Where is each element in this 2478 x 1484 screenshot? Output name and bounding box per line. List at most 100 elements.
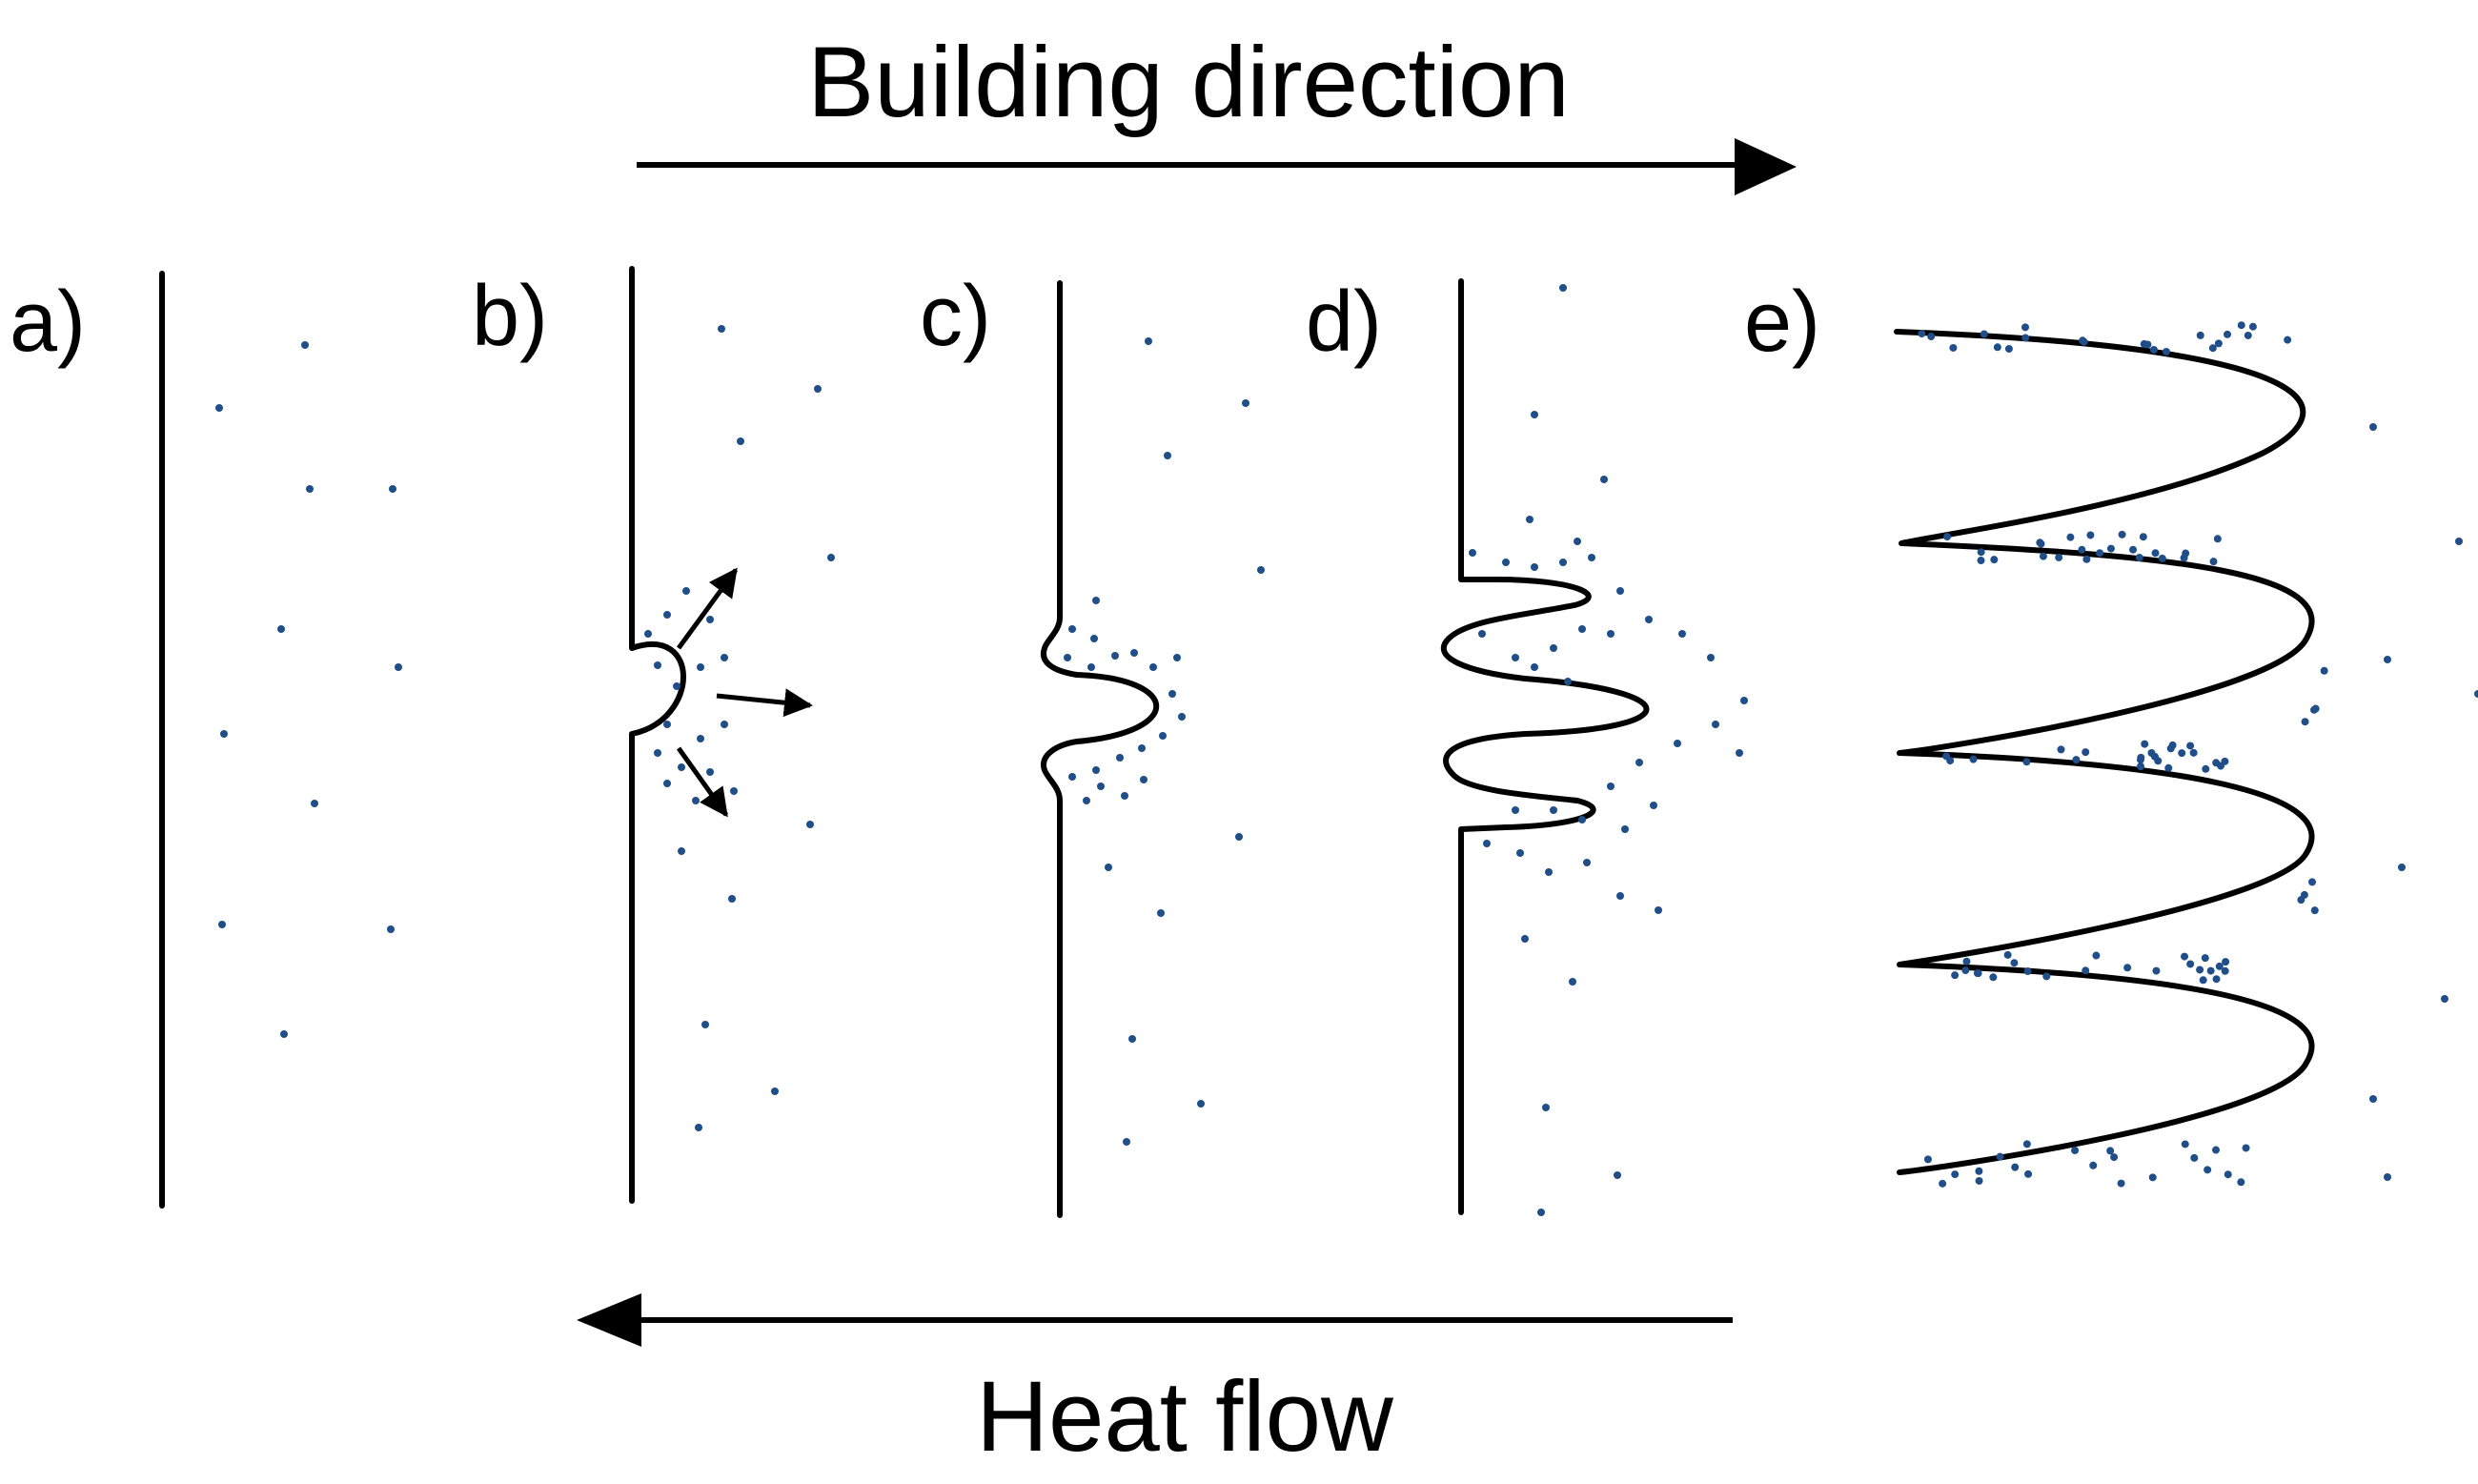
solute-dot [1607,630,1615,638]
solute-dot [2106,1147,2115,1155]
solute-dot [1149,663,1157,671]
solute-dot [218,921,226,928]
solute-dot [280,1030,288,1038]
solute-dot [2066,533,2075,541]
solute-dot [730,787,738,795]
solute-dot [2455,538,2463,545]
panel-d-developing-cells [1440,278,1748,1216]
solute-dot [2168,741,2177,749]
solute-dot [2118,530,2126,539]
solute-dot [1951,1170,1960,1179]
panel-e-cellular-front [1894,321,2478,1188]
growth-arrow-right [716,688,813,718]
solute-dot [1918,330,1926,338]
solute-dot [2042,972,2051,981]
solute-dot [1989,973,1998,982]
solute-dot [2039,552,2047,560]
solute-dot [663,611,671,619]
solute-dot [1068,773,1076,781]
solute-dot [2082,555,2091,563]
solute-dot [737,437,744,445]
solute-dot [1521,935,1529,943]
solute-dot [644,630,652,638]
solute-dot [2162,347,2170,356]
solute-dot [1977,548,1985,557]
solute-dot [2181,1140,2189,1149]
solute-dot [2024,1169,2033,1178]
building-direction-arrow [637,138,1797,195]
solute-dot [1545,868,1553,876]
solute-dot [1600,476,1608,483]
solute-dot [2237,321,2245,330]
solute-dot [1138,744,1146,752]
solute-dots-c [1064,337,1265,1146]
solute-dot [2199,976,2207,985]
solute-dot [1942,752,1951,761]
solute-dots-e [1918,321,2478,1188]
solute-dot [2208,344,2217,353]
solute-dot [2011,1163,2020,1171]
solute-dot [695,1124,702,1131]
solute-dot [2320,666,2328,675]
solute-dot [1939,1179,1947,1188]
solute-dot [2148,1173,2157,1182]
solute-dot [2151,549,2160,558]
solute-dot [2057,745,2065,754]
solute-dot [2474,690,2478,698]
solute-dot [1064,654,1071,661]
solute-dot [2036,539,2044,547]
interface-line-d [1440,278,1650,1215]
solute-dot [2284,335,2292,344]
solute-dot [1655,906,1662,914]
solute-dot [1105,864,1112,871]
solute-dot [277,625,285,633]
interface-line-e [1894,329,2315,1175]
solute-dot [2143,340,2152,349]
solute-dot [2078,545,2086,554]
solute-dot [2206,966,2215,975]
solute-dot [2202,764,2210,773]
building-direction-label: Building direction [807,27,1570,138]
solute-dot [1559,559,1567,566]
solute-dot [2186,960,2195,968]
solute-dot [2204,1166,2212,1174]
solute-dot [2196,966,2204,974]
solute-dot [1164,452,1171,459]
solute-dot [2209,558,2218,566]
solute-dot [2135,554,2143,562]
solute-dot [2297,896,2305,905]
solute-dot [1068,625,1076,633]
solute-dot [1951,971,1960,980]
solute-dot [1173,654,1181,661]
heat-flow-label: Heat flow [976,1361,1394,1473]
solute-dot [1645,616,1653,623]
solute-dot [2213,535,2222,543]
panel-b-perturbation [629,266,835,1204]
solute-dot [1531,411,1538,418]
solute-dot [2242,1144,2250,1152]
growth-arrow-down [676,746,729,818]
solute-dot [2152,966,2161,975]
solute-dot [1621,825,1629,833]
solute-dot [2186,742,2195,750]
solute-dot [2398,864,2406,871]
solute-dot [1123,1138,1130,1146]
solute-dot [1168,690,1176,698]
solute-dot [1980,330,1988,338]
solute-dot [2004,344,2013,353]
panel-label-a: a) [10,274,86,370]
solute-dot [2244,331,2252,339]
solute-dot [1616,892,1624,900]
solute-dot [1707,654,1715,661]
solute-dot [721,721,728,728]
solute-dot [1145,337,1152,345]
solute-dot [1969,755,1978,763]
solute-dot [389,485,396,493]
solute-dots-b [644,325,835,1131]
solute-dot [2137,753,2145,762]
solute-dot [663,780,671,787]
solute-dot [2096,549,2104,558]
solute-dot [2021,334,2030,342]
solute-dot [682,587,690,595]
solute-dot [2190,1153,2199,1162]
